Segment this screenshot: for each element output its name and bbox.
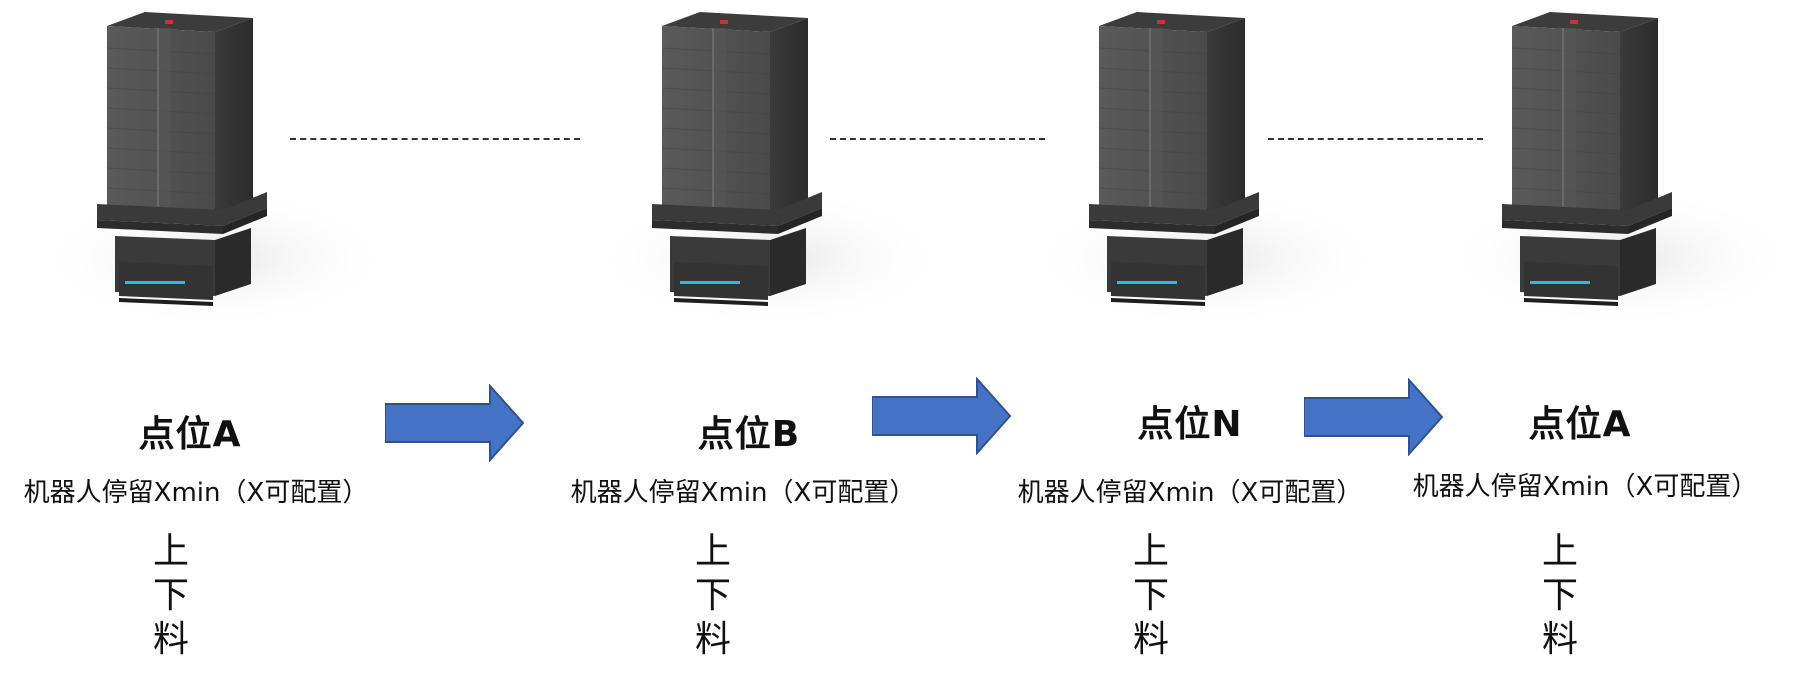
label-char: 料 — [1132, 619, 1169, 660]
station-2: 点位B 机器人停留Xmin（X可配置） 上 下 料 — [540, 0, 960, 683]
dwell-time-text: 机器人停留Xmin（X可配置） — [1412, 472, 1758, 502]
label-char: 下 — [694, 575, 731, 616]
station-title: 点位A — [1528, 404, 1632, 445]
label-char: 料 — [152, 619, 189, 660]
load-unload-label: 上 下 料 — [1540, 530, 1580, 662]
dashed-connector — [290, 138, 580, 140]
label-char: 上 — [152, 531, 189, 572]
robot-image — [1370, 0, 1790, 330]
label-char: 上 — [1132, 531, 1169, 572]
station-3: 点位N 机器人停留Xmin（X可配置） 上 下 料 — [980, 0, 1400, 683]
load-unload-label: 上 下 料 — [151, 530, 191, 662]
label-char: 下 — [1132, 575, 1169, 616]
label-char: 上 — [1541, 531, 1578, 572]
load-unload-label: 上 下 料 — [693, 530, 733, 662]
station-title: 点位B — [697, 414, 801, 455]
dwell-time-text: 机器人停留Xmin（X可配置） — [23, 478, 369, 508]
station-title: 点位A — [138, 414, 242, 455]
dwell-time-text: 机器人停留Xmin（X可配置） — [1017, 478, 1363, 508]
dwell-time-text: 机器人停留Xmin（X可配置） — [570, 478, 916, 508]
robot-image — [0, 0, 420, 330]
label-char: 上 — [694, 531, 731, 572]
right-arrow-icon — [872, 377, 1012, 455]
label-char: 下 — [152, 575, 189, 616]
right-arrow-icon — [385, 384, 525, 462]
dashed-connector — [1268, 138, 1483, 140]
label-char: 料 — [694, 619, 731, 660]
dashed-connector — [830, 138, 1045, 140]
right-arrow-icon — [1304, 378, 1444, 456]
station-4: 点位A 机器人停留Xmin（X可配置） 上 下 料 — [1370, 0, 1790, 683]
label-char: 下 — [1541, 575, 1578, 616]
load-unload-label: 上 下 料 — [1131, 530, 1171, 662]
station-title: 点位N — [1137, 404, 1243, 445]
station-1: 点位A 机器人停留Xmin（X可配置） 上 下 料 — [0, 0, 420, 683]
robot-image — [540, 0, 960, 330]
robot-image — [980, 0, 1400, 330]
label-char: 料 — [1541, 619, 1578, 660]
